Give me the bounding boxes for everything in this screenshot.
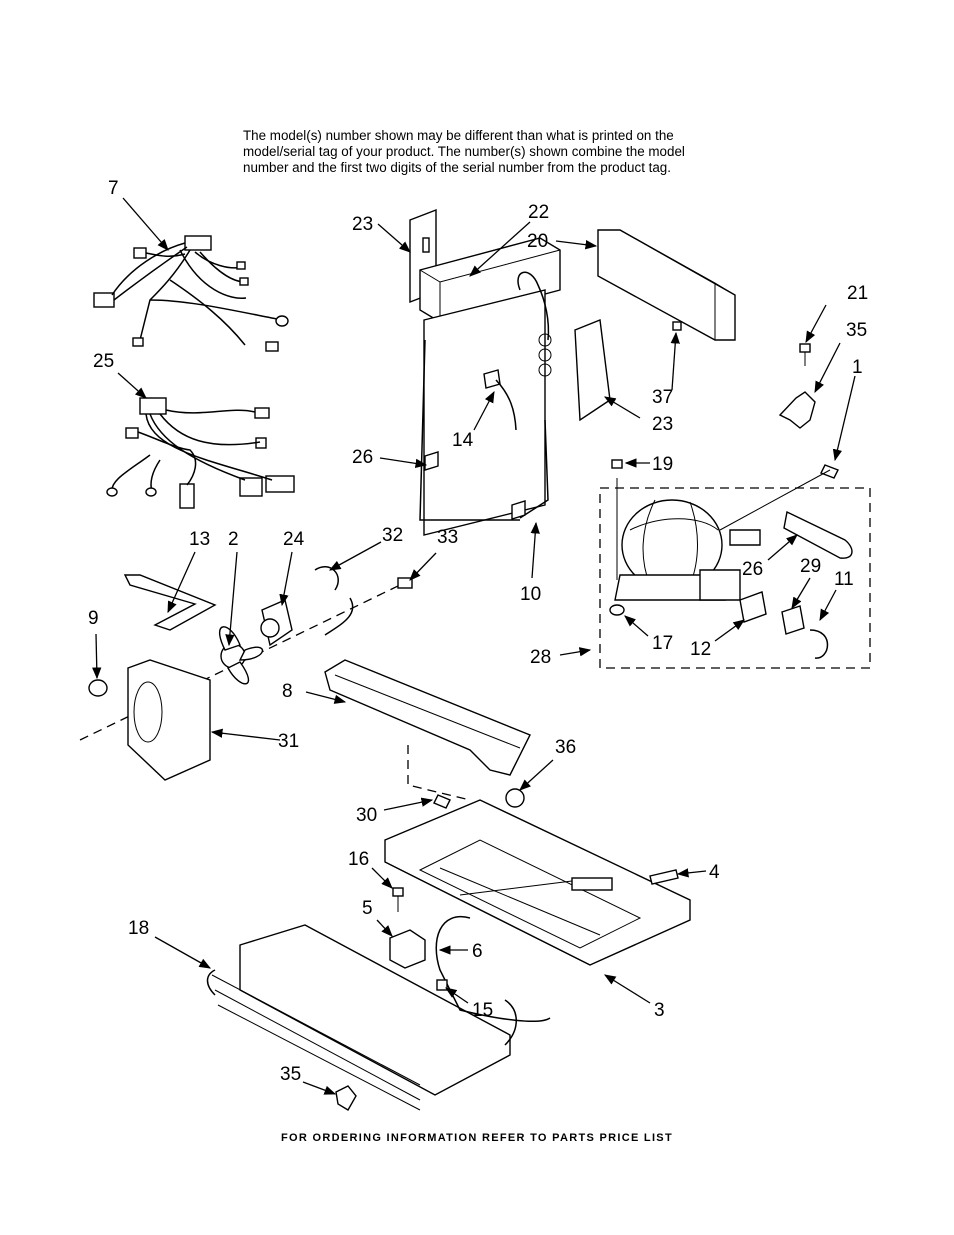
callout-32: 32: [382, 525, 403, 546]
callout-24: 24: [283, 529, 305, 550]
callout-14: 14: [452, 430, 474, 451]
callout-3: 3: [654, 1000, 665, 1021]
callout-1: 1: [852, 357, 863, 378]
compressor-group: [599, 459, 871, 669]
pin-30: [433, 794, 451, 809]
callout-13: 13: [189, 529, 210, 550]
tube-1: [820, 464, 839, 479]
notice-line-3: number and the first two digits of the s…: [243, 160, 671, 175]
callout-34: 35: [846, 320, 867, 341]
drain-tray-8: [324, 659, 531, 801]
callout-35: 36: [555, 737, 576, 758]
wire-harness-26: [106, 397, 295, 509]
bracket-34: [778, 391, 816, 429]
callout-12: 12: [690, 639, 711, 660]
callout-36: 35: [280, 1064, 301, 1085]
callout-18: 18: [128, 918, 149, 939]
callout-2: 2: [228, 529, 239, 550]
screw-4: [649, 869, 679, 885]
callout-10: 10: [520, 584, 541, 605]
wire-harness-7: [93, 235, 289, 352]
callout-25: 26: [352, 447, 373, 468]
callout-11: 11: [834, 569, 854, 590]
callout-33: 33: [437, 527, 458, 548]
clip-36: [335, 1085, 357, 1111]
callout-4: 4: [709, 862, 720, 883]
callout-16: 16: [348, 849, 369, 870]
callout-22: 22: [528, 202, 549, 223]
callout-8: 8: [282, 681, 293, 702]
callout-27: 26: [742, 559, 763, 580]
callout-6: 6: [472, 941, 483, 962]
model-number-notice: The model(s) number shown may be differe…: [243, 128, 763, 176]
base-plate-3: [384, 799, 691, 966]
knob-35: [505, 788, 525, 808]
callout-5: 5: [362, 898, 373, 919]
notice-line-1: The model(s) number shown may be differe…: [243, 128, 674, 143]
callout-37: 37: [652, 387, 673, 408]
bracket-23: [574, 319, 611, 422]
callout-leaders: [92, 197, 856, 1095]
callout-20: 20: [527, 231, 548, 252]
ordering-footer: FOR ORDERING INFORMATION REFER TO PARTS …: [281, 1132, 673, 1144]
callout-9: 9: [88, 608, 99, 629]
callout-labels: 7 25 23 22 20 21 35 1 37 23 14 26 19 10 …: [88, 178, 868, 1085]
callout-17: 17: [652, 633, 673, 654]
cover-20: [597, 229, 736, 341]
callout-23-right: 23: [652, 414, 673, 435]
mount-5: [389, 929, 426, 969]
notice-line-2: model/serial tag of your product. The nu…: [243, 144, 685, 159]
callout-26: 25: [93, 351, 114, 372]
condenser-18: [206, 924, 517, 1111]
screw-21: [799, 343, 811, 366]
callout-19: 19: [652, 454, 673, 475]
screw-16: [392, 887, 404, 912]
grommet-15: [436, 979, 448, 991]
callout-21: 21: [847, 283, 868, 304]
clip-37: [672, 321, 682, 331]
callout-30: 30: [356, 805, 377, 826]
fan-group: [79, 566, 413, 781]
evaporator-assembly: [409, 208, 561, 536]
callout-15: 15: [472, 1000, 493, 1021]
callout-7: 7: [108, 178, 119, 199]
callout-28: 28: [530, 647, 551, 668]
callout-29: 29: [800, 556, 821, 577]
callout-31: 31: [278, 731, 299, 752]
callout-23-top: 23: [352, 214, 373, 235]
